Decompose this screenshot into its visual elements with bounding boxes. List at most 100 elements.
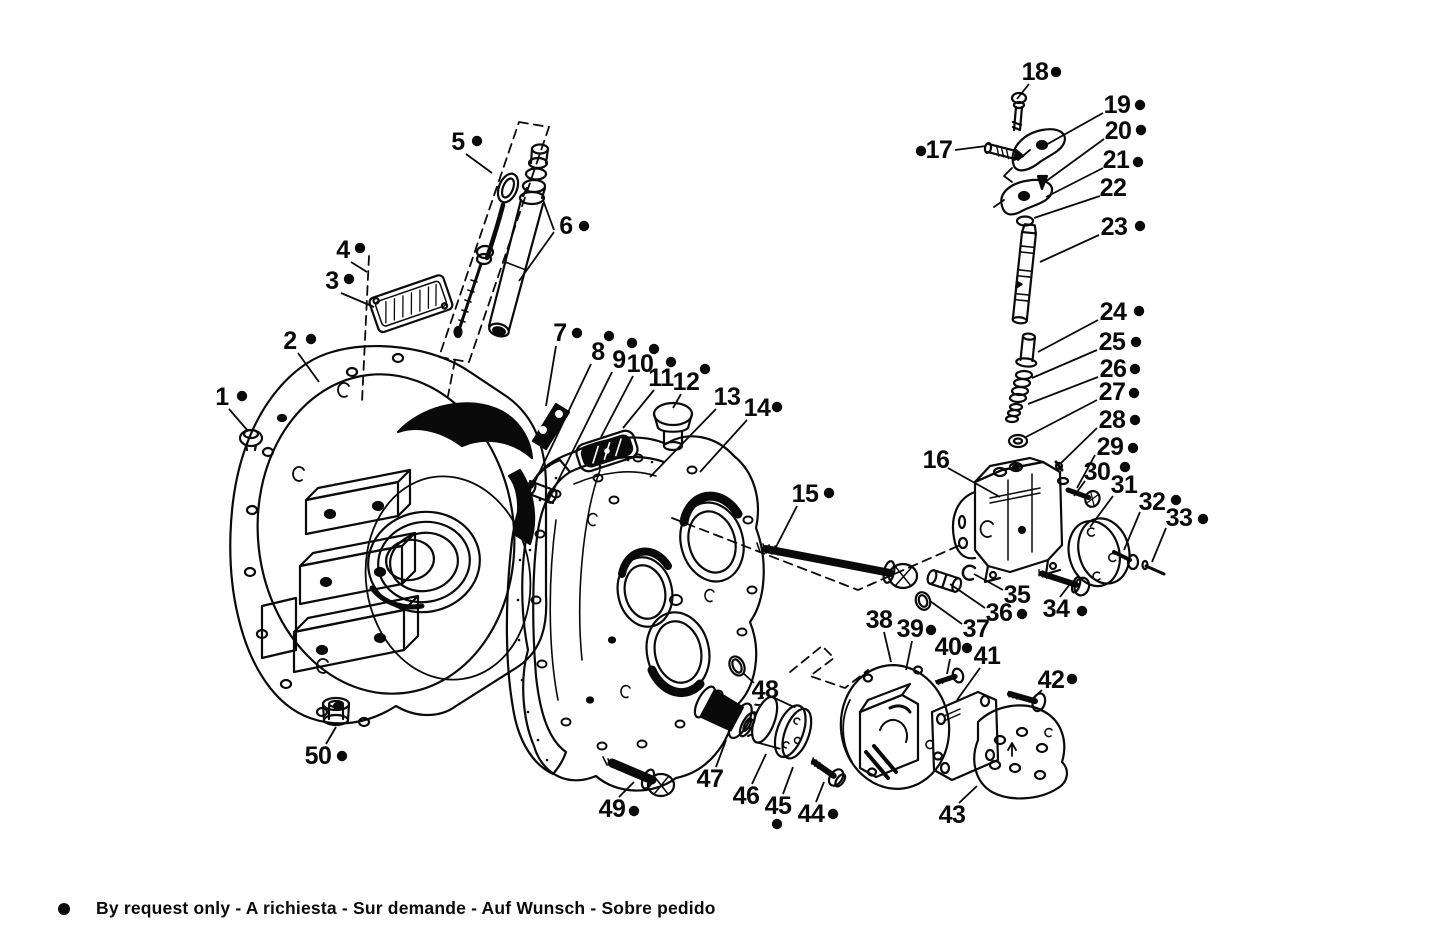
availability-bullet (771, 818, 783, 830)
callout-47: 47 (697, 739, 727, 793)
part-number: 41 (974, 642, 1001, 670)
availability-bullet (1134, 220, 1146, 232)
callout-12: 12 (672, 363, 711, 409)
callout-18: 18 (1016, 58, 1062, 100)
part-number: 36 (986, 599, 1013, 627)
callout-49: 49 (599, 781, 640, 823)
name-plate (368, 274, 454, 334)
part-number: 2 (283, 327, 296, 355)
dipstick (453, 172, 520, 339)
availability-bullet (626, 337, 638, 349)
leader-line (973, 573, 1004, 591)
callout-37: 37 (929, 600, 990, 643)
leader-line (1045, 167, 1104, 198)
callout-38: 38 (866, 606, 893, 663)
availability-bullet (1170, 494, 1182, 506)
leader-line (699, 419, 748, 473)
part-number: 46 (733, 782, 760, 810)
leader-line (929, 600, 963, 625)
leader-line (228, 408, 249, 432)
leader-line (946, 658, 951, 675)
callout-1: 1 (215, 383, 249, 432)
leader-line (815, 781, 825, 803)
callout-2: 2 (283, 327, 320, 383)
callout-26: 26 (1027, 355, 1141, 405)
part-number: 8 (591, 338, 605, 366)
availability-bullet (1066, 673, 1078, 685)
availability-bullet (1129, 363, 1141, 375)
part-number: 29 (1097, 433, 1124, 461)
part-number: 21 (1103, 146, 1130, 174)
part-number: 25 (1099, 328, 1126, 356)
callout-24: 24 (1037, 298, 1145, 353)
part-number: 3 (325, 267, 338, 295)
availability-bullet (336, 750, 348, 762)
detent-spool (926, 569, 963, 593)
leader-line (546, 371, 613, 504)
callout-13: 13 (649, 383, 741, 478)
availability-bullet (925, 624, 937, 636)
callout-33: 33 (1151, 504, 1209, 563)
footnote-legend: By request only - A richiesta - Sur dema… (58, 898, 716, 919)
callout-34: 34 (1043, 583, 1088, 623)
part-number: 16 (923, 446, 950, 474)
part-number: 1 (215, 383, 229, 411)
leader-line (947, 467, 1001, 498)
callout-44: 44 (798, 781, 839, 828)
serial-plate (575, 429, 639, 473)
valve-end-cover (1067, 517, 1131, 588)
bottom-plug (321, 696, 351, 727)
part-number: 17 (926, 136, 953, 164)
availability-bullet (305, 333, 317, 345)
availability-bullet (1076, 605, 1088, 617)
callout-5: 5 (451, 128, 493, 174)
callout-9: 9 (546, 337, 638, 504)
availability-bullet (699, 363, 711, 375)
leader-line (1151, 527, 1167, 563)
leader-line (775, 505, 798, 548)
availability-bullet (1128, 387, 1140, 399)
availability-bullet (1132, 156, 1144, 168)
control-valve-body (914, 456, 1166, 611)
part-number: 31 (1111, 471, 1138, 499)
leader-line (325, 726, 337, 745)
availability-bullet (1119, 461, 1131, 473)
leader-line (1029, 689, 1043, 702)
footnote-text: By request only - A richiesta - Sur dema… (96, 898, 716, 918)
availability-bullet (1197, 513, 1209, 525)
callout-15: 15 (775, 480, 835, 548)
part-number: 40 (935, 633, 962, 661)
part-number: 20 (1105, 117, 1132, 145)
leader-line (1059, 427, 1098, 465)
part-number: 27 (1099, 378, 1126, 406)
availability-bullet (354, 242, 366, 254)
leader-line (1027, 376, 1099, 405)
leader-line (883, 631, 892, 663)
callout-7: 7 (545, 319, 583, 407)
callout-11: 11 (622, 356, 677, 429)
rear-cover (521, 435, 765, 792)
callout-28: 28 (1059, 406, 1141, 465)
leader-line (954, 145, 987, 151)
leader-line (350, 261, 368, 273)
callout-46: 46 (733, 753, 767, 810)
callout-35: 35 (973, 573, 1031, 609)
part-number: 23 (1101, 213, 1128, 241)
callout-3: 3 (325, 267, 375, 308)
leader-line (782, 766, 794, 795)
part-number: 10 (627, 350, 654, 378)
leader-line (715, 739, 727, 768)
leader-line (600, 375, 634, 438)
part-number: 26 (1100, 355, 1127, 383)
availability-bullet (1130, 336, 1142, 348)
leader-line (1031, 349, 1098, 379)
availability-bullet (1135, 124, 1147, 136)
leader-line (1016, 83, 1030, 100)
callout-4: 4 (336, 236, 368, 273)
leader-line (742, 672, 755, 684)
callout-25: 25 (1031, 328, 1142, 379)
callout-20: 20 (1044, 117, 1147, 183)
callout-14: 14 (699, 394, 783, 473)
part-number: 15 (792, 480, 819, 508)
